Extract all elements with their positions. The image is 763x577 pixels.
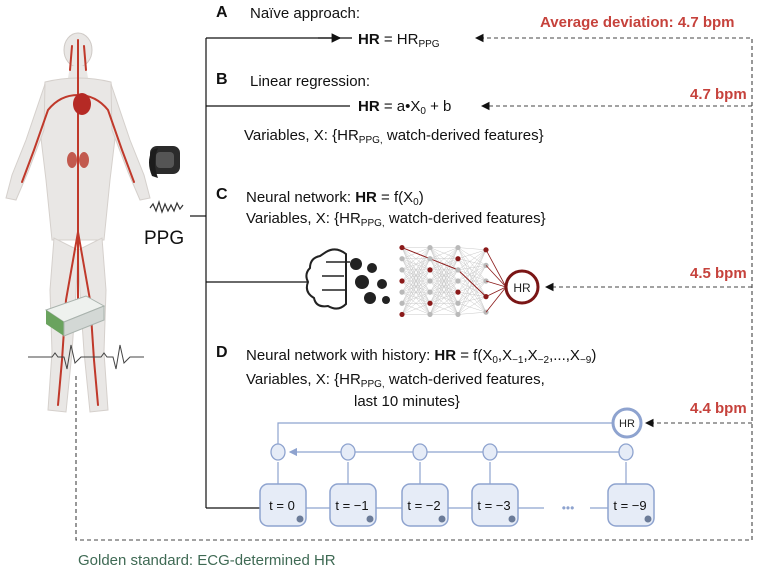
ppg-label: PPG	[144, 228, 185, 249]
panel-c-letter: C	[216, 186, 228, 203]
golden-standard-dashed-lines	[75, 33, 753, 541]
hr-output-node: HR	[504, 269, 540, 305]
timestep-label: t = −1	[335, 498, 368, 513]
timestep-box: t = −9	[607, 483, 655, 527]
hr-output-node-d: HR	[611, 407, 643, 439]
timestep-box: t = 0	[259, 483, 307, 527]
ppg-wave-icon	[149, 200, 184, 214]
panel-a-title: Naïve approach:	[250, 5, 361, 22]
panel-d-letter: D	[216, 344, 228, 361]
ecg-monitor-icon	[44, 295, 106, 337]
rnn-cell	[412, 443, 428, 461]
rnn-cell	[270, 443, 286, 461]
timestep-box: t = −1	[329, 483, 377, 527]
human-body-icon	[5, 32, 151, 413]
svg-text:HR: HR	[513, 281, 531, 295]
panel-d-variables: Variables, X: {HRPPG, watch-derived feat…	[246, 371, 545, 390]
timestep-ellipsis: •••	[562, 501, 575, 515]
panel-b-equation: HR = a•X0 + b	[358, 98, 452, 117]
ecg-trace-icon	[28, 344, 144, 370]
rnn-cell	[482, 443, 498, 461]
panel-a-letter: A	[216, 4, 228, 21]
panel-d-title: Neural network with history: HR = f(X0,X…	[246, 347, 597, 366]
panel-a-equation: HR = HRPPG	[358, 31, 440, 50]
golden-standard-label: Golden standard: ECG-determined HR	[78, 552, 336, 569]
timestep-label: t = 0	[269, 498, 295, 513]
panel-d-variables-line2: last 10 minutes}	[354, 393, 460, 410]
panel-c-variables: Variables, X: {HRPPG, watch-derived feat…	[246, 210, 546, 229]
panel-c-title: Neural network: HR = f(X0)	[246, 189, 424, 208]
smartwatch-icon	[149, 146, 180, 178]
panel-b-letter: B	[216, 71, 228, 88]
timestep-box: t = −2	[401, 483, 449, 527]
rnn-history-diagram: HR t = 0 t = −1 t = −2 t = −3 t = −9 •••	[259, 407, 655, 527]
timestep-label: t = −2	[407, 498, 440, 513]
rnn-cell	[618, 443, 634, 461]
svg-text:HR: HR	[619, 418, 635, 430]
panel-d-deviation: 4.4 bpm	[690, 400, 747, 417]
panel-b-deviation: 4.7 bpm	[690, 86, 747, 103]
neural-network-icon	[399, 244, 507, 318]
input-branch-lines	[190, 37, 352, 509]
average-deviation-label: Average deviation: 4.7 bpm	[540, 14, 735, 31]
timestep-box: t = −3	[471, 483, 519, 527]
brain-gears-icon	[305, 248, 390, 310]
panel-b-variables: Variables, X: {HRPPG, watch-derived feat…	[244, 127, 544, 146]
timestep-label: t = −3	[477, 498, 510, 513]
timestep-label: t = −9	[613, 498, 646, 513]
panel-c-deviation: 4.5 bpm	[690, 265, 747, 282]
rnn-cell	[340, 443, 356, 461]
panel-b-title: Linear regression:	[250, 73, 371, 90]
